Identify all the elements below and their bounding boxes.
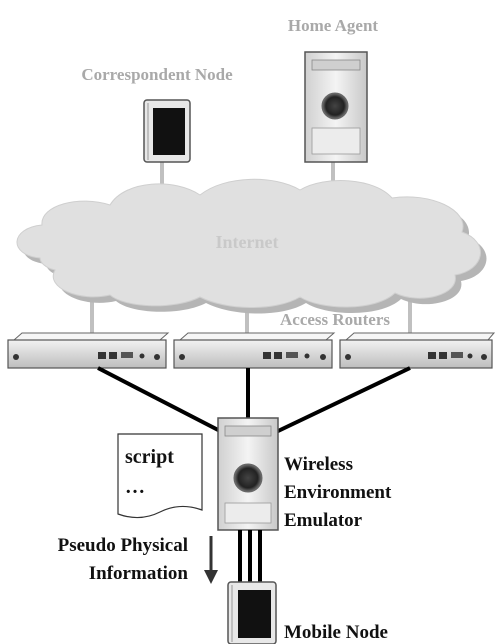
router-right-port-b bbox=[439, 352, 447, 359]
router-left-top bbox=[12, 332, 170, 341]
wireless-emulator-label-line3: Emulator bbox=[284, 510, 363, 531]
link-router-right-to-emulator bbox=[275, 366, 411, 434]
mobile-node-label: Mobile Node bbox=[284, 622, 388, 643]
home-agent-label: Home Agent bbox=[288, 16, 379, 35]
correspondent-node-label: Correspondent Node bbox=[81, 65, 233, 84]
home-agent-lower-panel bbox=[311, 127, 361, 155]
router-middle-knob-b bbox=[320, 354, 326, 360]
emulator-to-mobile-links bbox=[238, 530, 262, 590]
correspondent-node-screen bbox=[153, 108, 185, 155]
router-left-led bbox=[139, 353, 145, 359]
router-middle-led bbox=[304, 353, 310, 359]
emulator-lower-panel bbox=[224, 502, 272, 524]
black-links bbox=[97, 366, 411, 434]
router-middle-port-b bbox=[274, 352, 282, 359]
script-document: script … bbox=[117, 433, 203, 519]
router-left-port-c bbox=[121, 352, 133, 358]
emulator-disc bbox=[233, 463, 263, 493]
wireless-emulator-label-line1: Wireless bbox=[284, 454, 353, 475]
script-document-page bbox=[117, 433, 203, 519]
script-label: script bbox=[125, 446, 174, 468]
wireless-emulator-device bbox=[217, 417, 279, 531]
pseudo-physical-label-line2: Information bbox=[89, 563, 189, 584]
router-right-front bbox=[339, 339, 493, 369]
router-right-led bbox=[467, 353, 473, 359]
router-left-port-a bbox=[98, 352, 106, 359]
router-right-port-c bbox=[451, 352, 463, 358]
router-right-port-a bbox=[428, 352, 436, 359]
router-right-knob-a bbox=[345, 354, 351, 360]
mobile-node-device bbox=[227, 581, 277, 644]
mobile-node-screen bbox=[238, 590, 271, 638]
router-middle bbox=[173, 332, 336, 369]
cloud-body bbox=[16, 178, 481, 308]
down-arrow-icon bbox=[204, 536, 218, 584]
router-middle-knob-a bbox=[179, 354, 185, 360]
router-middle-top bbox=[178, 332, 336, 341]
access-routers-label: Access Routers bbox=[280, 310, 390, 329]
router-right-top bbox=[344, 332, 496, 341]
pseudo-physical-label-line1: Pseudo Physical bbox=[58, 535, 188, 556]
internet-label: Internet bbox=[216, 232, 279, 252]
script-dots: … bbox=[125, 476, 145, 498]
home-agent-device bbox=[304, 51, 368, 163]
router-left-knob-a bbox=[13, 354, 19, 360]
wireless-emulator-label-line2: Environment bbox=[284, 482, 392, 503]
router-left bbox=[7, 332, 170, 369]
router-middle-port-c bbox=[286, 352, 298, 358]
link-router-left-to-emulator bbox=[97, 366, 223, 434]
home-agent-disc bbox=[321, 92, 349, 120]
router-middle-port-a bbox=[263, 352, 271, 359]
emulator-bay bbox=[224, 425, 272, 437]
router-left-knob-b bbox=[154, 354, 160, 360]
router-right bbox=[339, 332, 496, 369]
router-left-port-b bbox=[109, 352, 117, 359]
router-left-front bbox=[7, 339, 167, 369]
correspondent-node-device bbox=[143, 99, 191, 163]
down-arrow-head bbox=[204, 570, 218, 584]
internet-cloud: Internet bbox=[16, 178, 487, 314]
router-right-knob-b bbox=[481, 354, 487, 360]
home-agent-bay bbox=[311, 59, 361, 71]
